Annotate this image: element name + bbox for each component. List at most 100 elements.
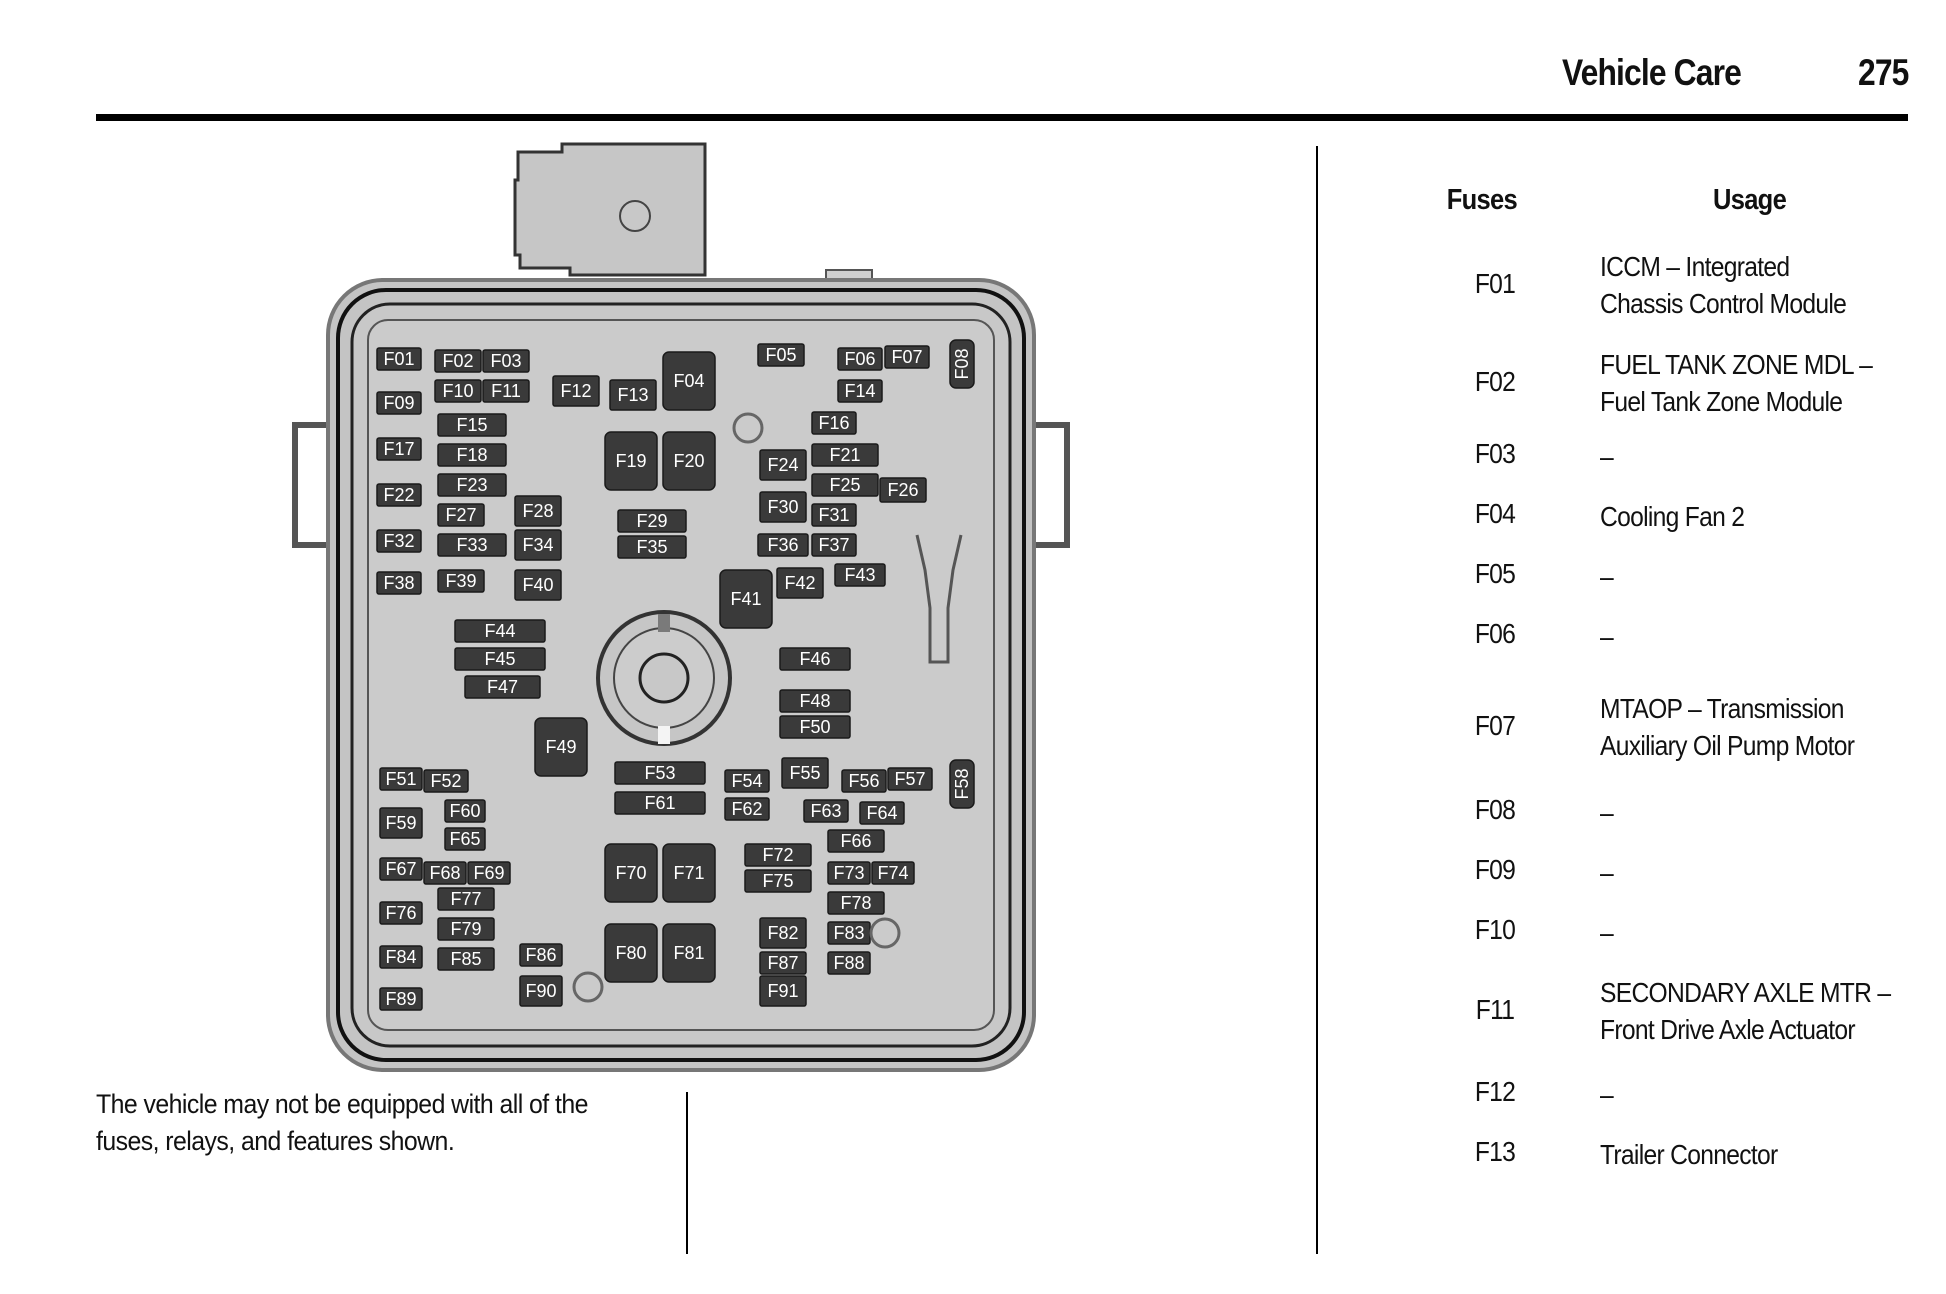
mount-hole (572, 971, 604, 1003)
fuse-f05: F05 (757, 343, 805, 367)
fuse-label: F27 (445, 505, 476, 525)
fuse-f30: F30 (759, 491, 807, 523)
fuse-label: F06 (844, 349, 875, 369)
fuse-f67: F67 (379, 857, 423, 881)
fuse-label: F80 (615, 943, 646, 963)
fuse-label: F50 (799, 717, 830, 737)
mount-hole (732, 412, 764, 444)
fuse-f73: F73 (827, 861, 871, 885)
fuse-body (759, 917, 807, 949)
fuse-label: F32 (383, 531, 414, 551)
fuse-label: F30 (767, 497, 798, 517)
fuse-f86: F86 (519, 943, 563, 967)
fuse-usage: FUEL TANK ZONE MDL – (1600, 349, 1873, 380)
fuse-body (454, 619, 546, 643)
fuse-label: F17 (383, 439, 414, 459)
fuse-usage: Auxiliary Oil Pump Motor (1600, 730, 1855, 761)
fuse-f52: F52 (423, 769, 469, 793)
fuse-body (423, 861, 467, 885)
fuse-label: F77 (450, 889, 481, 909)
fuse-label: F70 (615, 863, 646, 883)
fuse-f50: F50 (779, 715, 851, 739)
fuse-body (724, 769, 770, 793)
fuse-f22: F22 (376, 483, 422, 507)
fuse-f59: F59 (379, 807, 423, 839)
fuse-label: F26 (887, 480, 918, 500)
fuse-label: F07 (891, 347, 922, 367)
fuse-f42: F42 (776, 567, 824, 599)
fuse-body (837, 379, 883, 403)
fuse-label: F21 (829, 445, 860, 465)
fuse-body (757, 533, 809, 557)
fuse-body (376, 483, 422, 507)
fuse-label: F55 (789, 763, 820, 783)
fuse-body (614, 761, 706, 785)
fuse-label: F23 (456, 475, 487, 495)
fuse-body (662, 923, 716, 983)
fuse-body (376, 437, 422, 461)
fuse-f63: F63 (803, 799, 849, 823)
fuse-label: F19 (615, 451, 646, 471)
fuse-f26: F26 (879, 477, 927, 503)
fuse-label: F67 (385, 859, 416, 879)
fuse-label: F56 (848, 771, 879, 791)
fuse-body (379, 857, 423, 881)
fuse-label: F14 (844, 381, 875, 401)
fuse-f33: F33 (437, 533, 507, 557)
fuse-body (379, 901, 423, 925)
fuse-f82: F82 (759, 917, 807, 949)
fuse-label: F64 (866, 803, 897, 823)
fuse-label: F13 (617, 385, 648, 405)
fuse-body (827, 891, 885, 915)
fuse-label: F22 (383, 485, 414, 505)
fuse-label: F18 (456, 445, 487, 465)
column-header-usage: Usage (1712, 184, 1787, 216)
fuse-f31: F31 (811, 503, 857, 527)
fuse-body (604, 843, 658, 903)
fuse-id: F02 (1474, 366, 1516, 397)
fuse-f78: F78 (827, 891, 885, 915)
fuse-label: F41 (730, 589, 761, 609)
fuse-label: F39 (445, 571, 476, 591)
fuse-body (379, 767, 423, 791)
fuse-f03: F03 (482, 349, 530, 373)
fuse-id: F06 (1474, 618, 1516, 649)
fuse-body (514, 569, 562, 601)
fuse-usage: – (1600, 857, 1614, 888)
fuse-usage: Trailer Connector (1600, 1139, 1778, 1170)
fuse-f51: F51 (379, 767, 423, 791)
fuse-f21: F21 (811, 443, 879, 467)
fuse-label: F91 (767, 981, 798, 1001)
fuse-label: F86 (525, 945, 556, 965)
fuse-usage: – (1600, 621, 1614, 652)
fuse-f13: F13 (609, 379, 657, 411)
power-hub (596, 610, 732, 746)
fuse-f17: F17 (376, 437, 422, 461)
fuse-f38: F38 (376, 571, 422, 595)
fuse-f87: F87 (759, 951, 807, 975)
fuse-label: F05 (765, 345, 796, 365)
fuse-label: F85 (450, 949, 481, 969)
fuse-f14: F14 (837, 379, 883, 403)
fuse-label: F59 (385, 813, 416, 833)
fuse-usage: – (1600, 441, 1614, 472)
fuse-f57: F57 (887, 767, 933, 791)
connector-tab (513, 142, 707, 277)
fuse-f20: F20 (662, 431, 716, 491)
fuse-f06: F06 (837, 347, 883, 371)
fuse-f01: F01 (376, 347, 422, 371)
fuse-f44: F44 (454, 619, 546, 643)
fuse-f28: F28 (514, 495, 562, 527)
fuse-f09: F09 (376, 391, 422, 415)
fuse-label: F53 (644, 763, 675, 783)
fuse-body (724, 797, 770, 821)
fuse-f11: F11 (482, 379, 530, 403)
fuse-f54: F54 (724, 769, 770, 793)
fuse-usage: ICCM – Integrated (1600, 251, 1790, 282)
fuse-f64: F64 (859, 801, 905, 825)
fuse-id: F05 (1474, 558, 1516, 589)
fuse-f55: F55 (781, 757, 829, 789)
fuse-body (437, 569, 485, 593)
fuse-f90: F90 (519, 975, 563, 1007)
fuse-f04: F04 (662, 351, 716, 411)
